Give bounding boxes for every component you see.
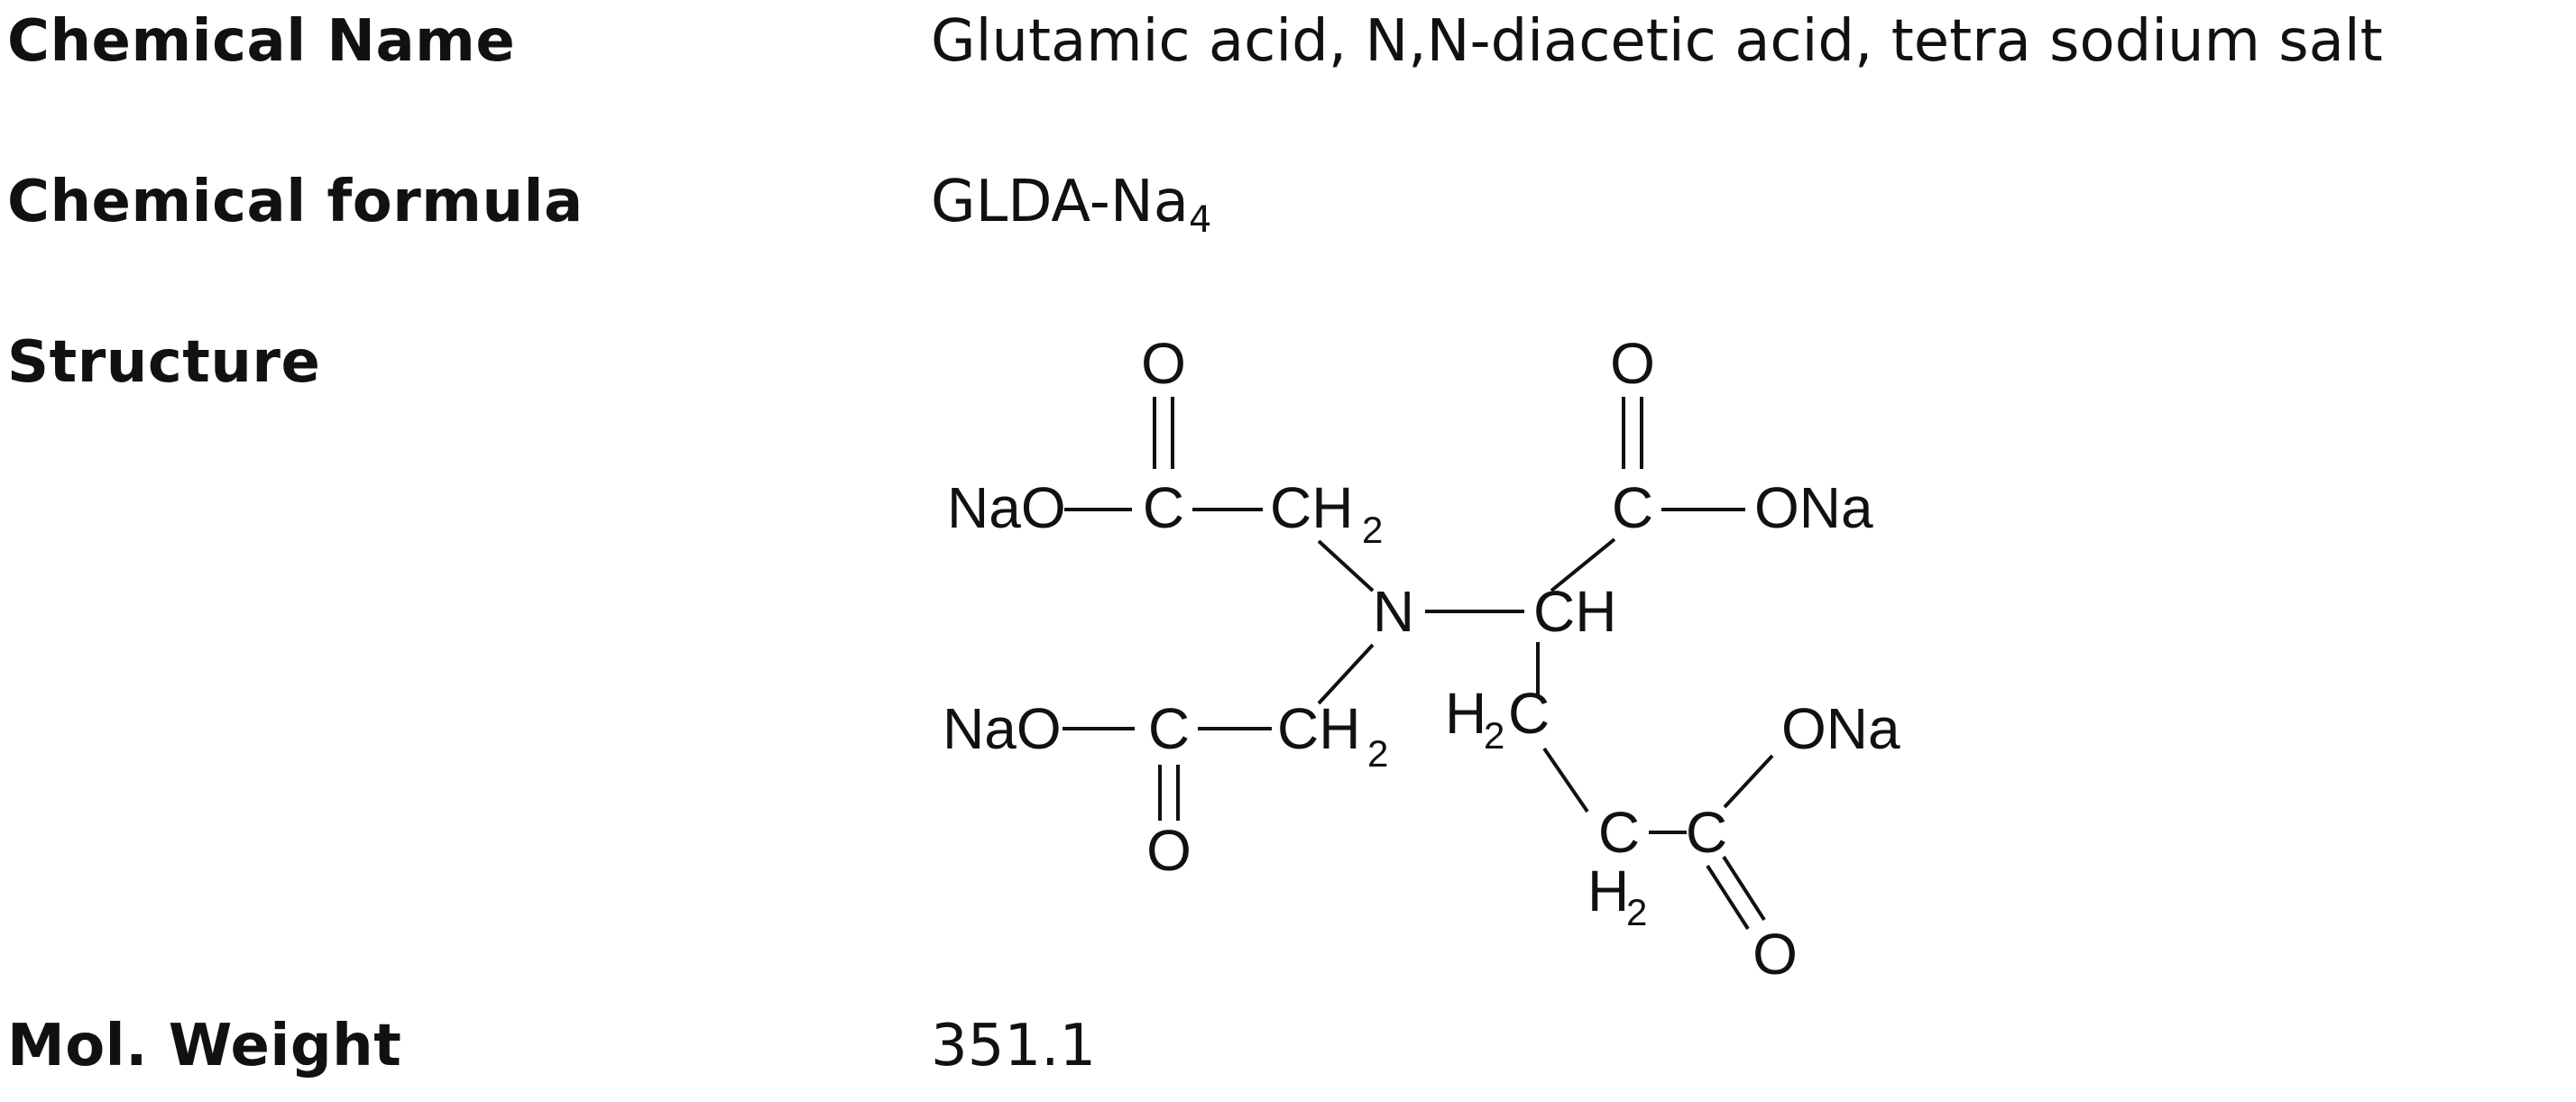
bond-n-ch2-bottom xyxy=(1317,643,1375,705)
atom-ch2-lower-h: H xyxy=(1587,859,1629,923)
atom-ona-top: ONa xyxy=(1754,475,1873,540)
chemical-formula-value: GLDA-Na4 xyxy=(931,173,1211,238)
atom-o-top-left: O xyxy=(1141,331,1186,396)
formula-main: GLDA-Na xyxy=(931,169,1189,235)
formula-subscript: 4 xyxy=(1188,199,1212,241)
bond-double-right-a xyxy=(1706,864,1750,931)
atom-ch2-lower-sub: 2 xyxy=(1626,891,1647,933)
atom-ch2-bottom-sub: 2 xyxy=(1367,732,1388,775)
bond-h2c-ch2 xyxy=(1542,747,1589,813)
atom-o-top-right: O xyxy=(1610,331,1655,396)
mol-weight-value: 351.1 xyxy=(931,1013,1097,1079)
atom-nao-bottom: NaO xyxy=(943,696,1062,761)
atom-c-right: C xyxy=(1686,800,1727,865)
atom-o-right: O xyxy=(1753,922,1798,987)
structure-diagram: O NaO C CH 2 N CH NaO C CH 2 O O C ONa H… xyxy=(943,331,1900,987)
chemical-formula-label: Chemical formula xyxy=(7,169,584,235)
bond-c-ona-right xyxy=(1723,754,1774,809)
structure-label: Structure xyxy=(7,329,321,396)
atom-c-top-left: C xyxy=(1143,475,1184,540)
atom-c-top-right: C xyxy=(1612,475,1653,540)
atom-h2c-c: C xyxy=(1508,681,1550,746)
atom-ch: CH xyxy=(1533,579,1616,644)
atom-h2c-h: H xyxy=(1445,681,1486,746)
atom-o-bottom-left: O xyxy=(1146,818,1191,883)
atom-n: N xyxy=(1373,579,1414,644)
chemical-name-value: Glutamic acid, N,N-diacetic acid, tetra … xyxy=(931,8,2383,75)
atom-h2c-sub: 2 xyxy=(1484,714,1504,757)
bond-double-right-b xyxy=(1722,855,1766,922)
mol-weight-label: Mol. Weight xyxy=(7,1013,402,1079)
bond-ch-c-top-right xyxy=(1550,537,1616,592)
chemical-name-label: Chemical Name xyxy=(7,8,516,75)
atom-ch2-lower-c: C xyxy=(1598,800,1640,865)
atom-nao-top: NaO xyxy=(947,475,1066,540)
atom-ch2-bottom: CH xyxy=(1277,696,1360,761)
atom-ona-right: ONa xyxy=(1781,696,1900,761)
atom-ch2-top-sub: 2 xyxy=(1362,509,1383,551)
bond-ch2-n-top xyxy=(1317,539,1375,592)
atom-c-bottom-left: C xyxy=(1148,696,1190,761)
atom-ch2-top: CH xyxy=(1270,475,1353,540)
